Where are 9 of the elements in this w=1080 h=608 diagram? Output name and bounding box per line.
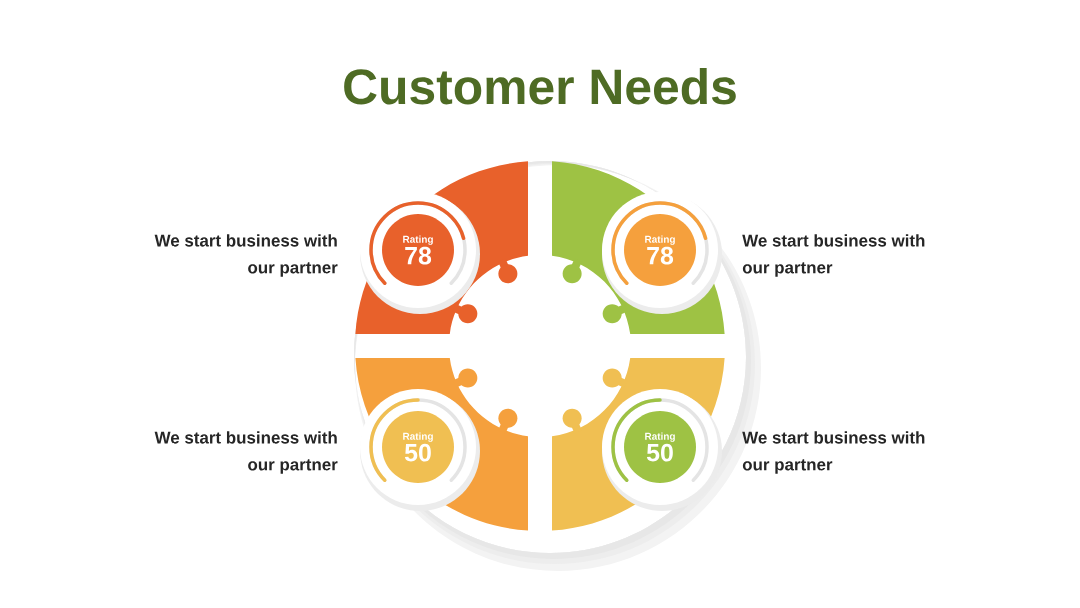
rating-badge: Rating 78 <box>360 192 480 314</box>
description-text: We start business with our partner <box>742 234 925 277</box>
description-text: We start business with our partner <box>154 431 338 474</box>
description-text: We start business with our partner <box>742 431 925 474</box>
rating-badge: Rating 50 <box>602 389 722 511</box>
description-text: We start business with our partner <box>154 234 338 277</box>
title: Customer Needs <box>344 67 736 105</box>
rating-badge: Rating 50 <box>360 389 480 511</box>
rating-badge: Rating 78 <box>602 192 722 314</box>
